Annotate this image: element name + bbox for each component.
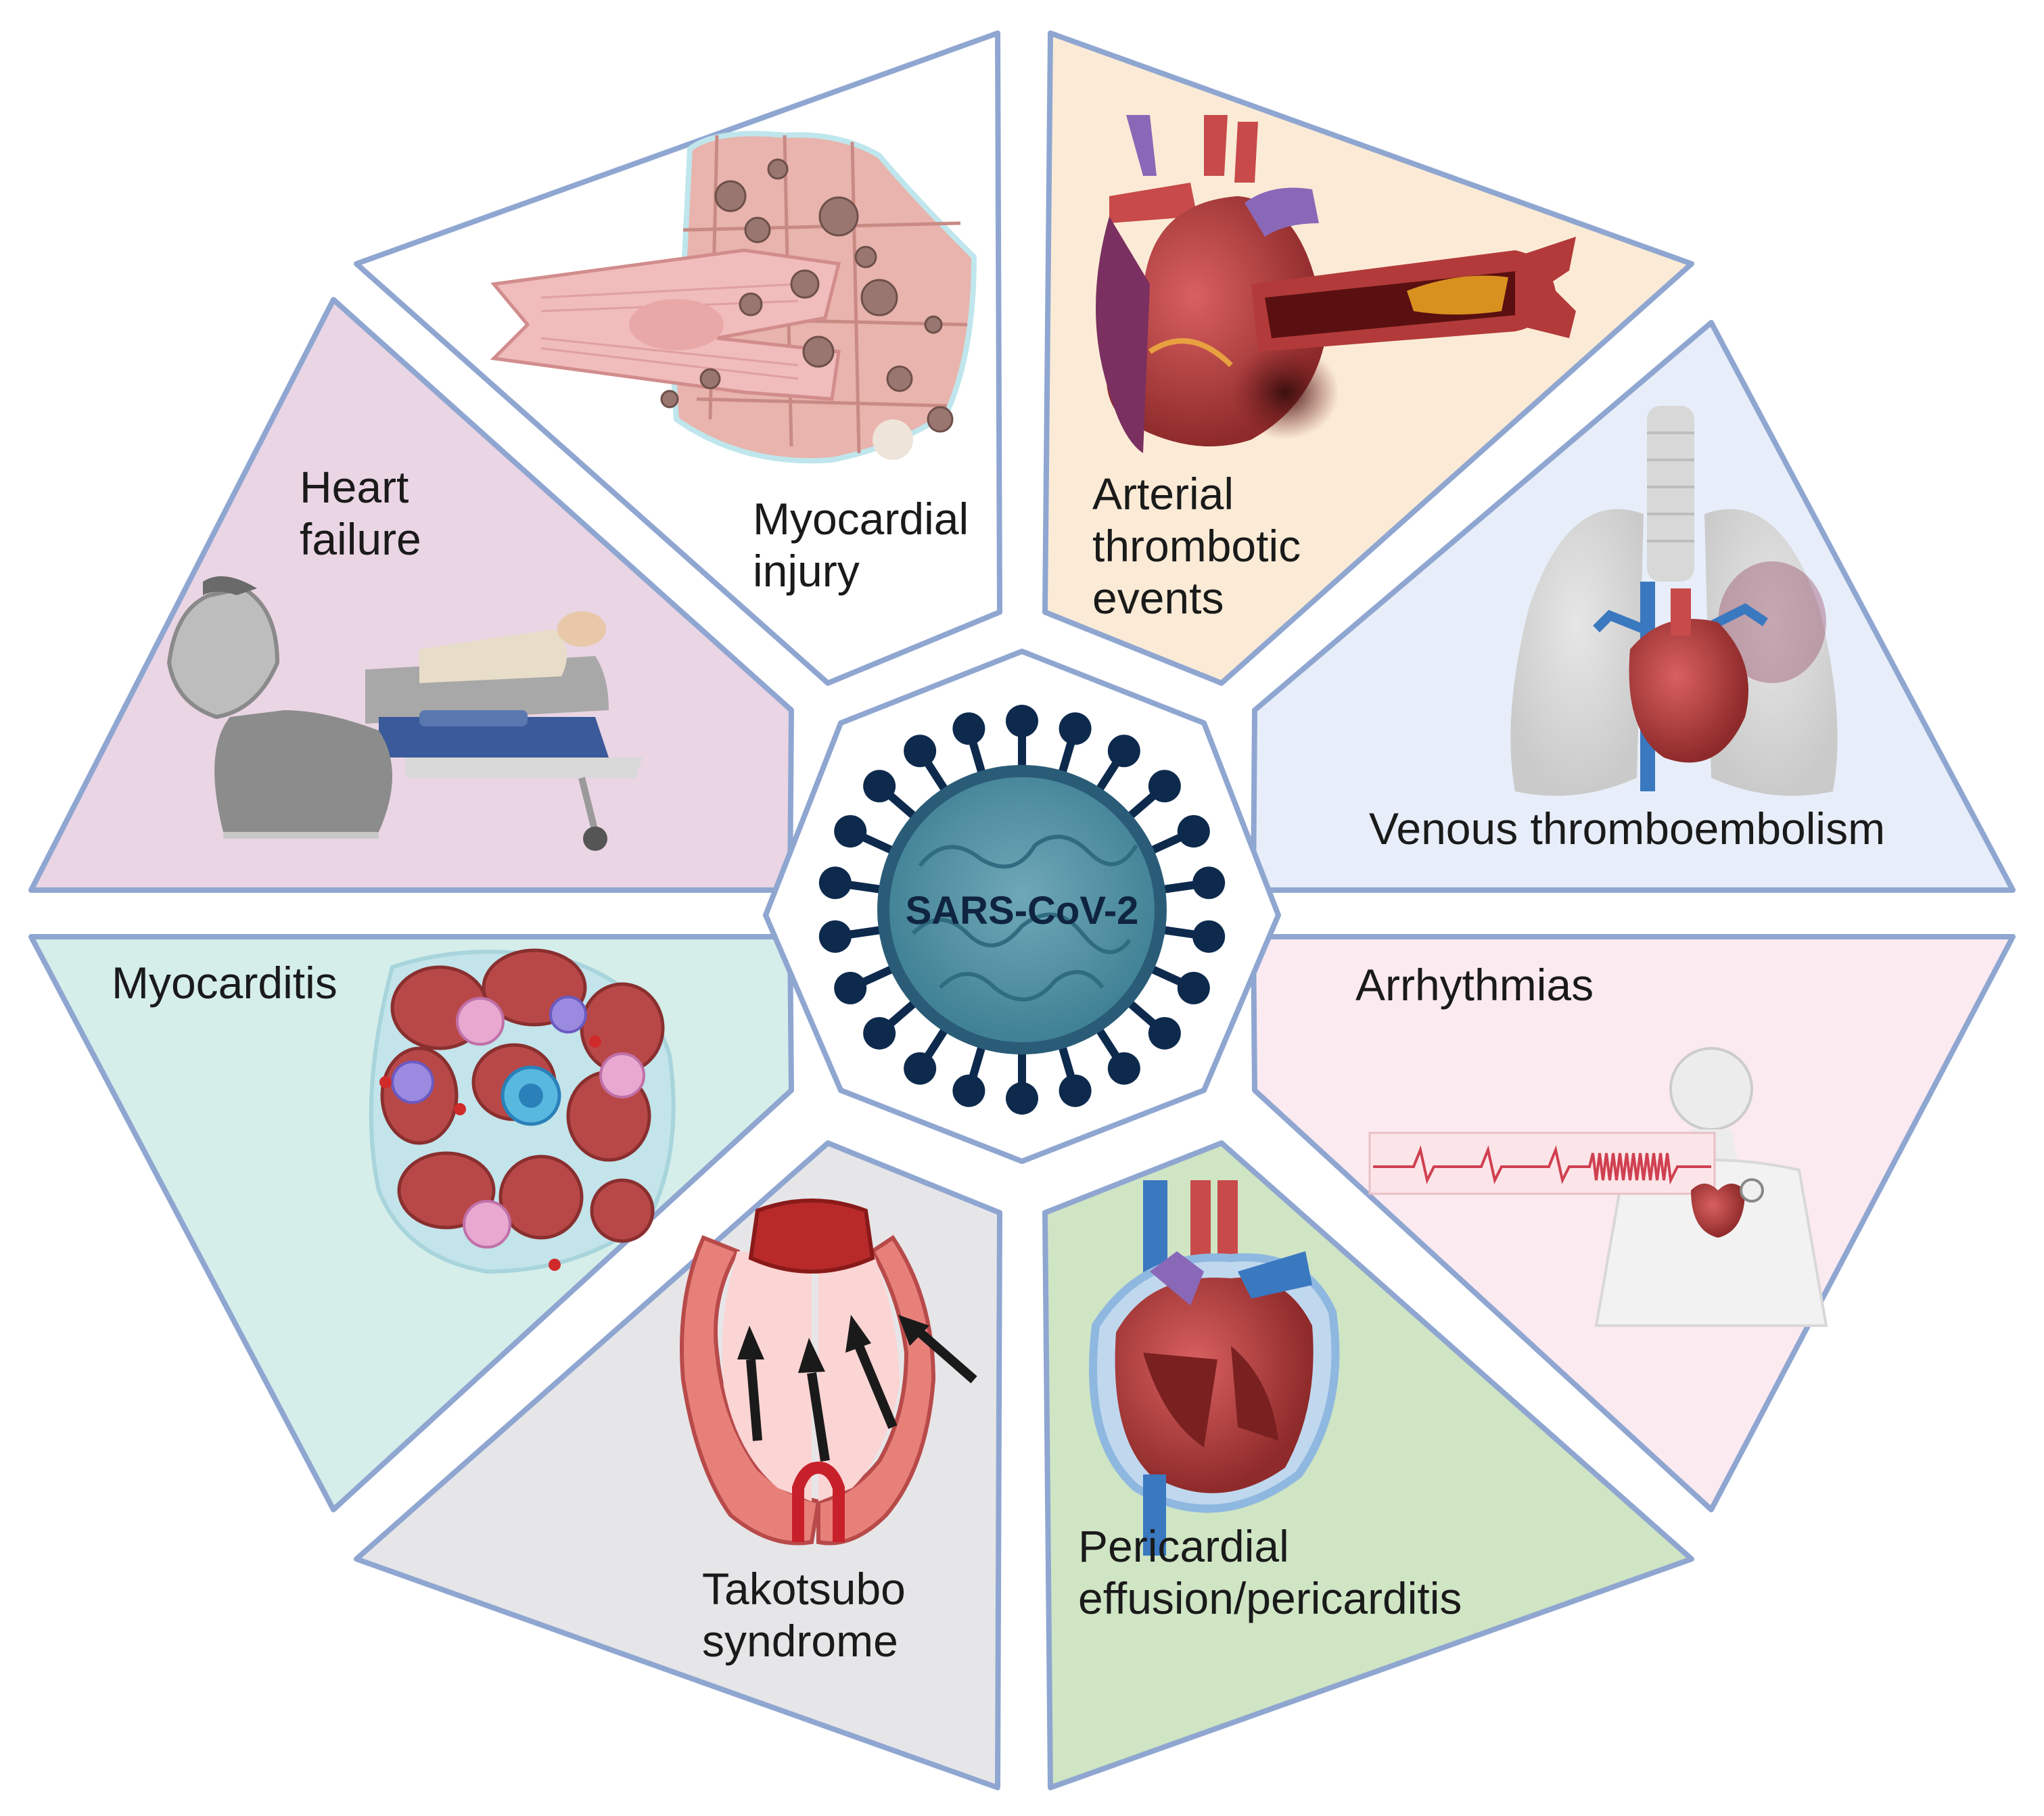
label-arrhythmias: Arrhythmias [1355,960,1594,1010]
label-pericardial-effusion-pericarditis: Pericardial effusion/pericarditis [1078,1521,1462,1623]
virus-spike-head [1006,705,1038,737]
virus-spike-head [1148,770,1181,803]
virus-spike-head [1107,735,1140,768]
virus-spike-head [1192,920,1226,953]
virus-spike-head [1177,815,1210,848]
lungs-heart-illustration [1510,406,1838,796]
virus-label: SARS-CoV-2 [906,889,1139,933]
label-heart-failure: Heart failure [300,462,421,564]
virus-spike-head [1192,866,1226,900]
virus-spikes [818,705,1226,1115]
virus-spike-head [1059,1074,1092,1107]
label-venous-thromboembolism: Venous thromboembolism [1369,804,1885,854]
virus-spike-head [834,815,867,848]
virus-spike-head [952,712,985,745]
segment-venous-thromboembolism: Venous thromboembolism [1251,320,2016,893]
virus-spike-head [1059,712,1092,745]
label-myocarditis: Myocarditis [112,958,338,1008]
heart-artery-illustration [1096,115,1576,453]
virus-spike-head [1006,1082,1038,1115]
ecg-patient-illustration [1368,1047,1828,1327]
segment-arterial-thrombotic-events: Arterial thrombotic events [1042,30,1694,686]
virus-spike-head [863,770,896,803]
label-takotsubo-syndrome: Takotsubo syndrome [702,1564,918,1666]
virus-spike-head [818,866,852,900]
virus-spike-head [863,1017,896,1050]
segment-panel-arterial-thrombotic-events [1042,30,1694,686]
segment-pericardial-effusion-pericarditis: Pericardial effusion/pericarditis [1042,1140,1694,1790]
virus-spike-head [1177,971,1210,1004]
myocardial-tissue-illustration [490,131,977,464]
segment-myocardial-injury: Myocardial injury [354,30,1002,686]
virus-spike-head [952,1074,985,1107]
virus-spike-head [1107,1052,1140,1085]
segment-heart-failure: Heart failure [28,297,794,893]
takotsubo-heart-illustration [680,1198,977,1545]
virus-spike-head [904,735,937,768]
patient-bed-illustration [166,576,643,851]
virus-spike-head [1148,1017,1181,1050]
virus-spike-head [834,971,867,1004]
segments: Myocardial injury [28,30,2016,1790]
label-arterial-thrombotic-events: Arterial thrombotic events [1092,469,1313,623]
segment-arrhythmias: Arrhythmias [1251,934,2016,1512]
virus-illustration [818,705,1226,1115]
myocarditis-tissue-illustration [369,948,676,1274]
pericardium-heart-illustration [1089,1180,1340,1556]
virus-spike-head [904,1052,937,1085]
virus-spike-head [818,920,852,953]
segment-takotsubo-syndrome: Takotsubo syndrome [354,1140,1002,1790]
segment-myocarditis: Myocarditis [28,934,794,1512]
label-myocardial-injury: Myocardial injury [753,494,981,596]
